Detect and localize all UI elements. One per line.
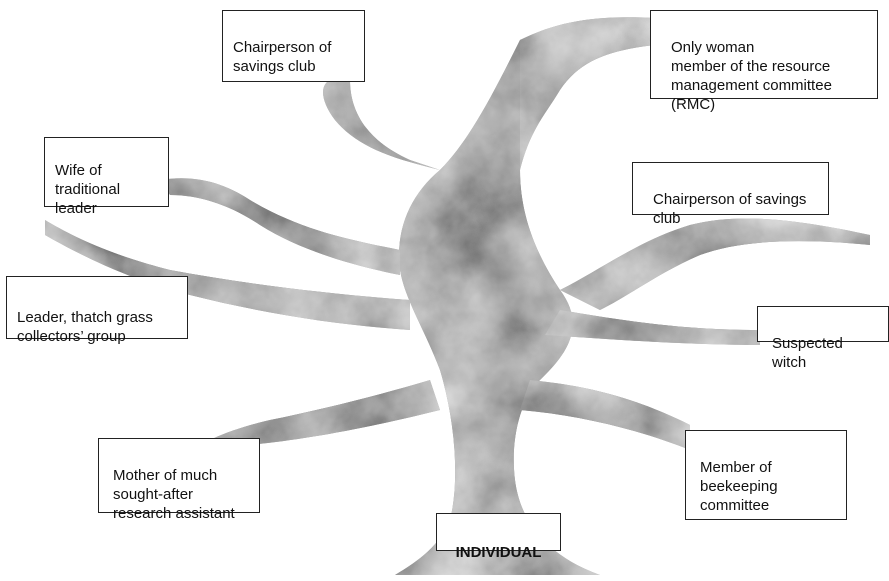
role-text-left-lower: Mother of much sought-after research ass… [113, 467, 235, 522]
role-text-right-lower: Member of beekeeping committee [700, 459, 778, 514]
role-box-right-lower: Member of beekeeping committee [685, 430, 847, 520]
root-box: INDIVIDUAL [436, 513, 561, 551]
role-box-right-middle: Suspected witch [757, 306, 889, 342]
role-box-right-upper: Chairperson of savings club [632, 162, 829, 215]
role-box-left-upper: Wife of traditional leader [44, 137, 169, 207]
role-box-left-lower: Mother of much sought-after research ass… [98, 438, 260, 513]
role-text-top-center: Chairperson of savings club [233, 39, 331, 75]
role-box-left-middle: Leader, thatch grass collectors’ group [6, 276, 188, 339]
role-box-top-center: Chairperson of savings club [222, 10, 365, 82]
root-label: INDIVIDUAL [456, 544, 542, 561]
role-box-top-right: Only woman member of the resource manage… [650, 10, 878, 99]
